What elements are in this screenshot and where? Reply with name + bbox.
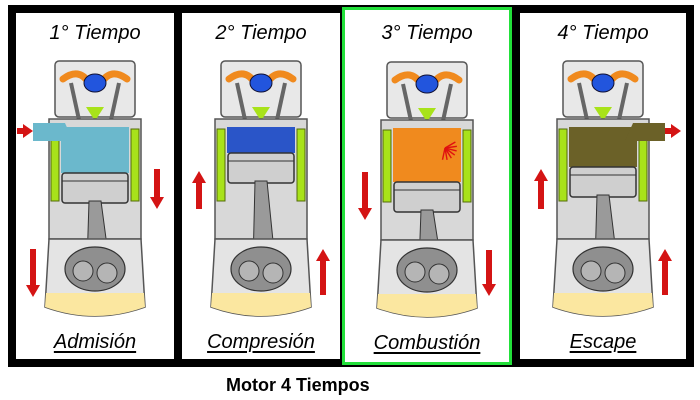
spark-plug-tip (594, 107, 612, 121)
panel-compresion: 2° Tiempo Compresión (182, 13, 340, 359)
spark-plug-tip (252, 107, 270, 121)
motion-arrow-shaft (30, 249, 36, 287)
spark-plug-tip (86, 107, 104, 121)
stroke-title: 2° Tiempo (215, 22, 307, 44)
engine-illustration (534, 60, 681, 317)
camshaft-cap (249, 73, 273, 93)
camshaft-cap (415, 74, 439, 94)
combustion-chamber-gas (61, 127, 129, 173)
engine-diagram-strip: 1° Tiempo Admisión 2° Tiempo Compresión … (8, 5, 694, 367)
motion-arrow-shaft (538, 179, 544, 209)
stroke-title: 4° Tiempo (557, 22, 649, 44)
spark-plug-tip (418, 108, 436, 122)
crank-pin (580, 260, 602, 282)
engine-illustration (358, 61, 496, 318)
crank-journal (428, 263, 450, 285)
combustion-chamber-gas (569, 127, 637, 167)
crank-journal (604, 262, 626, 284)
oil-sump (45, 293, 145, 316)
cylinder-wall-right (296, 128, 306, 202)
motion-arrow-head (192, 171, 206, 183)
motion-arrow-head (316, 249, 330, 261)
panel-escape: 4° Tiempo Escape (520, 13, 686, 359)
spark-ray (444, 147, 456, 156)
camshaft-cap (83, 73, 107, 93)
crank-pin (238, 260, 260, 282)
oil-sump (377, 294, 477, 317)
combustion-chamber-gas (393, 128, 461, 182)
spark-ray (444, 145, 457, 149)
cylinder-wall-left (382, 129, 392, 203)
motion-arrow-head (534, 169, 548, 181)
oil-sump (553, 293, 653, 316)
panel-combustion: 3° Tiempo Combustión (342, 7, 512, 365)
piston (227, 152, 295, 184)
diagram-caption: Motor 4 Tiempos (226, 375, 370, 395)
piston (61, 172, 129, 204)
flow-arrow-head (23, 124, 33, 138)
stroke-title: 1° Tiempo (49, 22, 141, 44)
stroke-label: Escape (569, 331, 637, 353)
engine-illustration (192, 60, 330, 317)
motion-arrow-head (26, 285, 40, 297)
motion-arrow-shaft (362, 172, 368, 210)
oil-sump (211, 293, 311, 316)
motion-arrow-head (150, 197, 164, 209)
flow-arrow-head (671, 124, 681, 138)
engine-illustration (17, 60, 164, 317)
motion-arrow-shaft (154, 169, 160, 199)
motion-arrow-head (658, 249, 672, 261)
cylinder-wall-right (462, 129, 472, 203)
crank-pin (72, 260, 94, 282)
spark-ray (444, 141, 456, 149)
motion-arrow-shaft (662, 259, 668, 295)
motion-arrow-shaft (196, 181, 202, 209)
stroke-label: Compresión (207, 331, 315, 353)
flow-arrow-shaft (17, 128, 25, 134)
camshaft-cap (591, 73, 615, 93)
crank-pin (404, 261, 426, 283)
crank-journal (96, 262, 118, 284)
motion-arrow-shaft (320, 259, 326, 295)
spark-ray (444, 147, 457, 152)
stroke-label: Admisión (53, 331, 137, 353)
piston (393, 181, 461, 213)
cylinder-wall-left (216, 128, 226, 202)
exhaust-port (625, 123, 665, 141)
flow-arrow-shaft (665, 128, 673, 134)
stroke-label: Combustión (373, 332, 481, 354)
panel-admision: 1° Tiempo Admisión (16, 13, 174, 359)
crank-journal (262, 262, 284, 284)
cylinder-wall-left (558, 128, 568, 202)
motion-arrow-shaft (486, 250, 492, 286)
combustion-chamber-gas (227, 127, 295, 153)
motion-arrow-head (482, 284, 496, 296)
stroke-title: 3° Tiempo (381, 22, 473, 44)
intake-port (33, 123, 73, 141)
piston (569, 166, 637, 198)
spark-ray (444, 147, 448, 160)
spark-ray (441, 147, 446, 160)
cylinder-wall-right (130, 128, 140, 202)
motion-arrow-head (358, 208, 372, 220)
spark-ray (444, 147, 452, 159)
